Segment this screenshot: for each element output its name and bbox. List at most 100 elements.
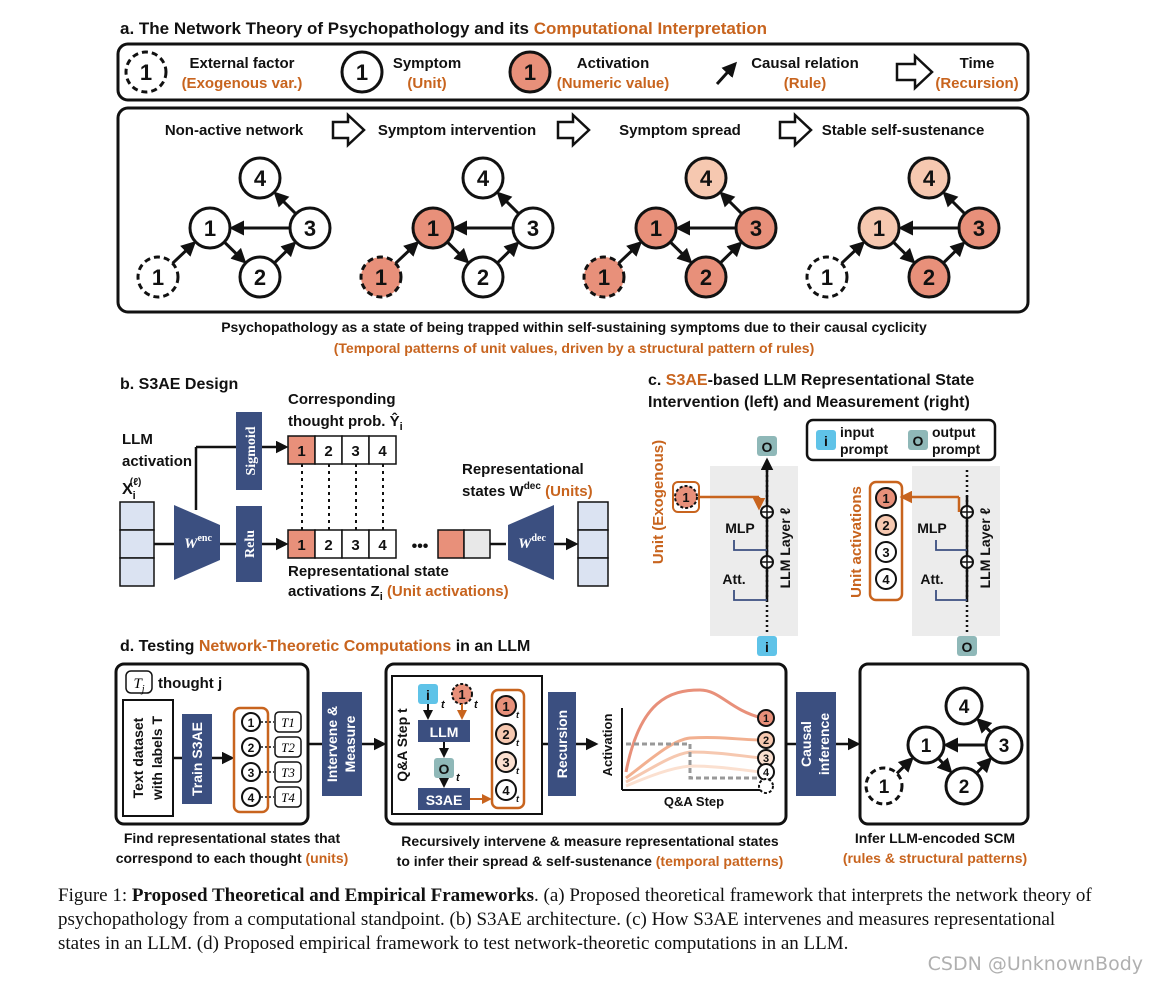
svg-text:Train S3AE: Train S3AE [189,722,205,796]
caption-mid: Recursively intervene & measure represen… [401,833,779,849]
svg-text:2: 2 [248,741,255,755]
svg-text:t: t [516,710,520,720]
svg-text:Causal relation: Causal relation [751,55,859,72]
svg-text:Sigmoid: Sigmoid [244,426,259,475]
causal-edge [892,240,916,264]
symptom-node-3: 3 [511,206,555,250]
svg-text:1: 1 [248,716,255,730]
symptom-node-1: 1 [411,206,455,250]
svg-text:t: t [441,699,446,711]
causal-edge [446,240,470,264]
svg-text:(Exogenous var.): (Exogenous var.) [182,75,303,92]
plot-end-node: 1 [757,709,775,727]
svg-text:Tj: Tj [133,676,144,695]
panel-a-footer: Psychopathology as a state of being trap… [221,319,927,335]
svg-text:1: 1 [140,60,152,85]
unit-node: 3 [875,541,897,563]
stages-box [116,106,1030,314]
plot-end-node: 2 [757,731,775,749]
w-dec-label: Wdec [518,533,546,552]
svg-text:T4: T4 [281,790,295,805]
rep-act-label2: activations Zi (Unit activations) [288,583,509,603]
symptom-node-4: 4 [684,156,728,200]
svg-text:S3AE: S3AE [426,792,463,808]
dec-cell [463,529,491,559]
svg-text:4: 4 [923,166,936,191]
unit-node: 1 [875,487,897,509]
svg-text:4: 4 [254,166,267,191]
output-prompt-icon [757,436,777,456]
llm-block [418,720,470,742]
svg-text:1: 1 [524,60,536,85]
legend-activation: 1 Activation (Numeric value) [508,50,669,94]
svg-text:4: 4 [378,443,387,460]
svg-text:inference: inference [816,713,832,775]
external-node: 1 [864,766,904,806]
causal-edge [719,241,743,265]
svg-text:Activation: Activation [577,55,650,72]
cell [314,529,343,559]
symptom-node-1: 1 [857,206,901,250]
prompt-legend [805,418,997,462]
svg-text:4: 4 [502,783,510,798]
intervene-measure-block [322,692,362,796]
figure-caption: Figure 1: Proposed Theoretical and Empir… [58,885,1092,954]
svg-text:1: 1 [921,736,932,757]
svg-text:3: 3 [351,537,359,554]
symptom-node-4: 4 [907,156,951,200]
svg-text:4: 4 [882,572,890,587]
causal-inference-block [796,692,836,796]
causal-edge [496,241,520,265]
att-label: Att. [920,571,943,587]
svg-text:2: 2 [923,265,935,290]
train-s3ae-block [182,714,212,804]
svg-text:2: 2 [254,265,266,290]
svg-text:O: O [962,639,973,655]
cell [368,529,397,559]
svg-text:Time: Time [960,55,995,72]
svg-text:1: 1 [356,60,368,85]
causal-edge [394,241,420,265]
causal-edge [936,757,953,774]
panel-d-title: d. Testing Network-Theoretic Computation… [120,638,530,655]
step-units-box [490,688,526,810]
external-factor-icon [124,50,168,94]
symptom-node-4: 4 [461,156,505,200]
llm-layer-label: LLM Layer ℓ [977,507,993,588]
panel-a-footer-sub: (Temporal patterns of unit values, drive… [334,340,815,356]
stage-label: Stable self-sustenance [822,122,985,139]
relu-block [236,506,262,582]
symptom-node-3: 3 [957,206,1001,250]
panel-c-title-2: Intervention (left) and Measurement (rig… [648,394,970,411]
rep-act-label: Representational state [288,563,449,580]
dec-cell [437,529,465,559]
activation-plot: Activation Q&A Step [600,688,765,809]
output-prompt-icon [434,758,454,778]
svg-text:1: 1 [502,699,509,714]
input-prompt-icon [418,684,438,704]
svg-text:i: i [426,687,430,703]
svg-text:input: input [840,424,875,440]
symptom-node-3: 3 [734,206,778,250]
symptom-node-3: 3 [984,725,1024,765]
caption-right: Infer LLM-encoded SCM [855,830,1015,846]
svg-text:3: 3 [248,766,255,780]
svg-text:(Recursion): (Recursion) [935,75,1018,92]
svg-text:O: O [762,439,773,455]
causal-edge [496,191,520,215]
svg-text:(Unit): (Unit) [407,75,446,92]
svg-text:2: 2 [763,735,769,747]
arrow-icon [715,61,738,86]
symptom-node-1: 1 [188,206,232,250]
svg-text:t: t [456,772,461,784]
svg-text:4: 4 [248,791,255,805]
time-arrow-icon [556,112,591,148]
svg-text:3: 3 [973,216,985,241]
svg-text:O: O [913,433,924,449]
output-prompt-icon [908,430,928,450]
watermark: CSDN @UnknownBody [927,953,1143,975]
time-arrow-icon [778,112,813,148]
causal-edge [975,757,993,775]
